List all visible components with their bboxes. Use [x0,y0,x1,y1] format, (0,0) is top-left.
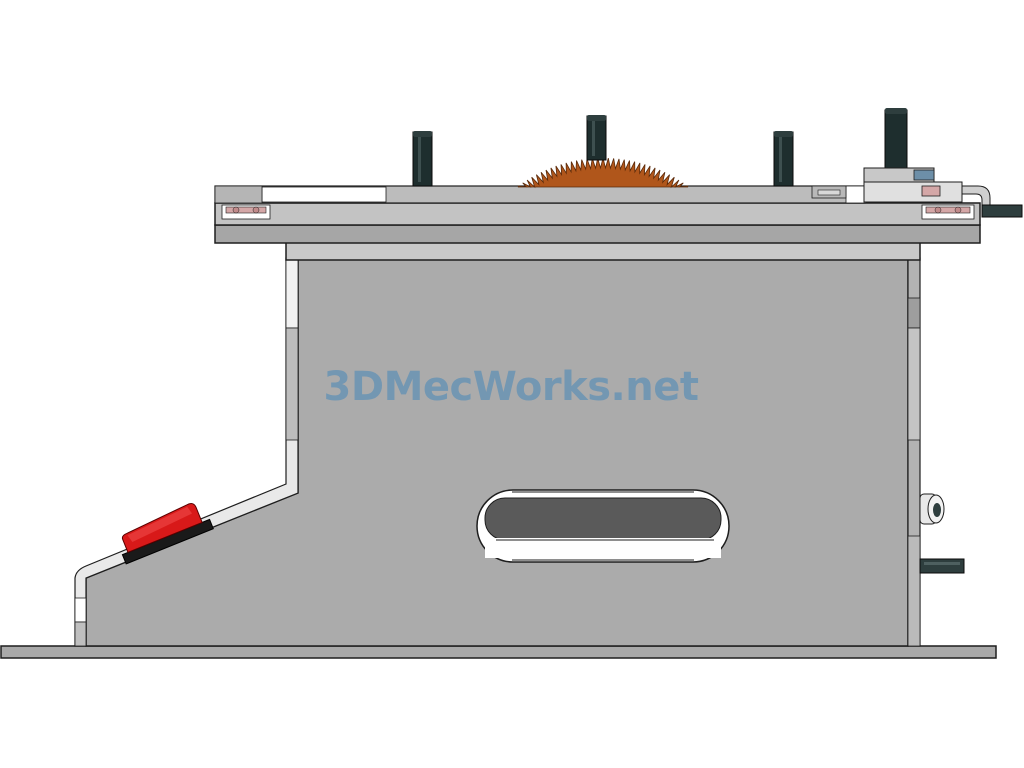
vent-slot [476,489,730,563]
fence-post [773,131,794,187]
bevel-segment [74,621,87,647]
table-clamp-right [921,204,975,220]
base-plate [0,645,997,659]
table-clamp-left [221,204,271,220]
edge-segment [907,297,921,329]
height-adjust-knob [919,493,945,525]
watermark-text: 3DMecWorks.net [324,364,699,410]
fence-lock-assembly [863,108,1023,218]
table-top-highlight [261,186,387,203]
table-top [214,202,981,226]
fence-post [586,115,607,161]
table-top-left-cap [214,185,263,204]
miter-slot-cap [817,189,841,196]
table-top-underside [214,224,981,244]
bevel-segment [285,257,299,329]
saw-blade [517,157,689,189]
table-top-right-cap [845,185,867,204]
saw-blade-teeth [517,157,689,189]
bevel-segment [74,597,87,623]
fence-post [412,131,433,187]
cabinet-body [85,257,909,647]
bevel-segment [285,327,299,441]
bevel-handle [919,558,965,574]
rocker-switch [121,503,214,565]
edge-segment [907,327,921,441]
edge-segment [907,535,921,647]
